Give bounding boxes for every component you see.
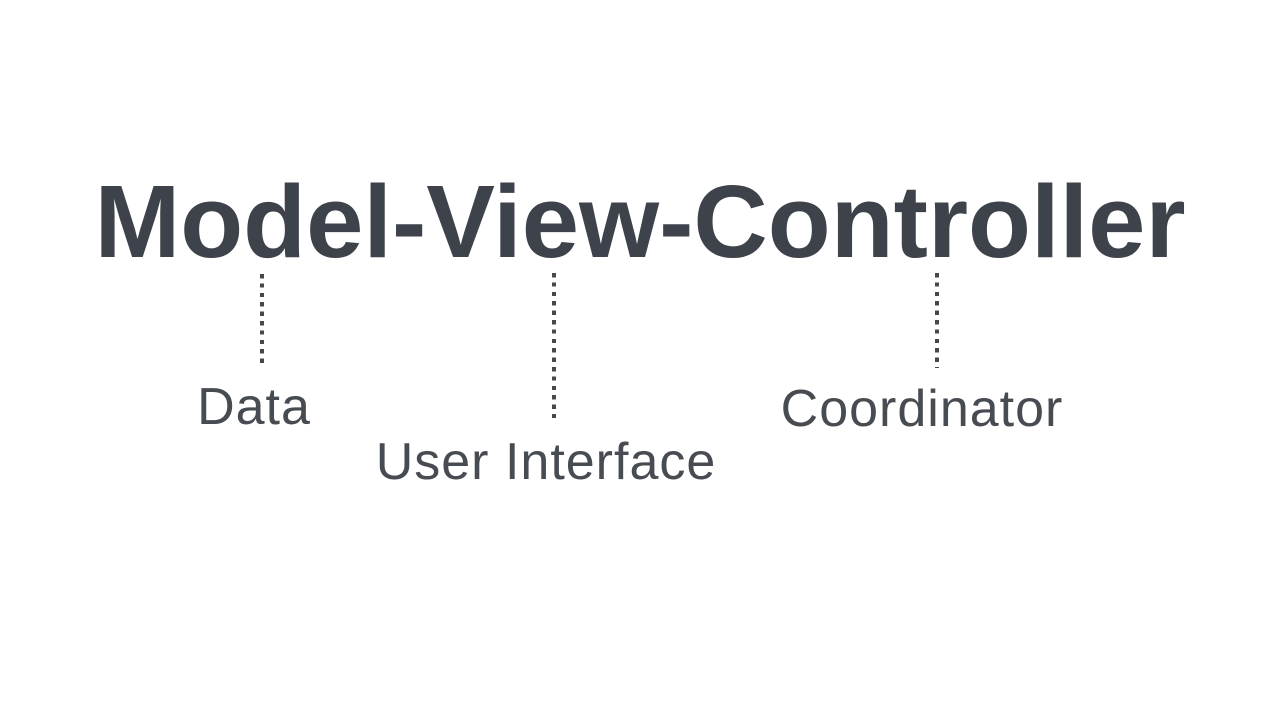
label-model-meaning: Data: [197, 378, 311, 436]
label-view-meaning: User Interface: [375, 433, 717, 491]
label-controller-meaning: Coordinator: [780, 380, 1064, 438]
dotted-connector-controller: [935, 273, 939, 368]
dotted-connector-view: [552, 273, 556, 418]
slide-title: Model-View-Controller: [94, 164, 1186, 279]
dotted-connector-model: [260, 274, 264, 367]
